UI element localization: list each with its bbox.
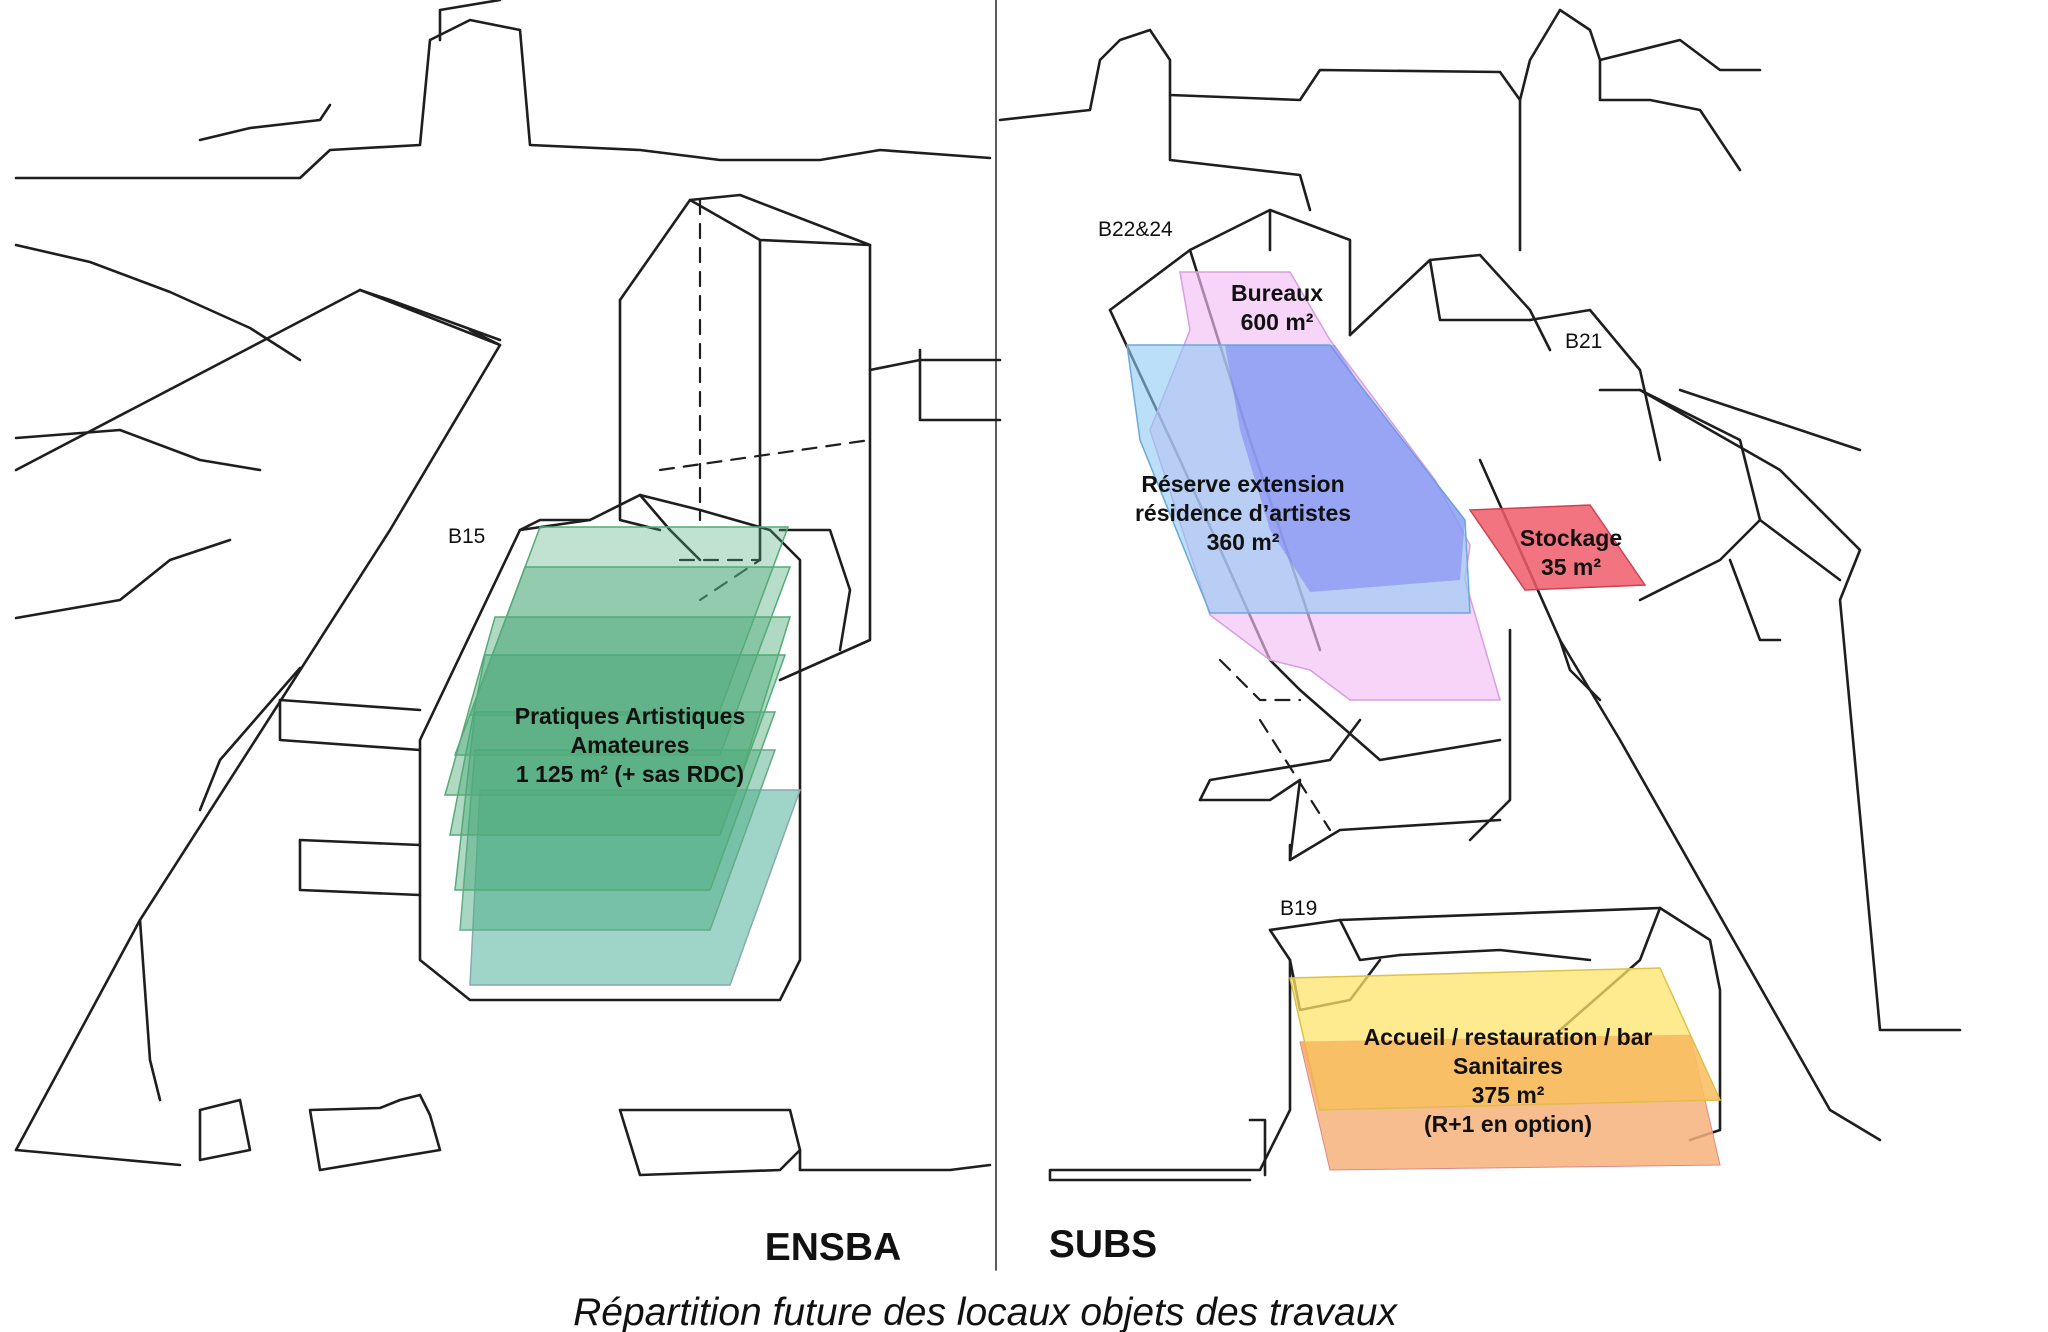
label-b21: B21 [1565, 330, 1602, 353]
bureaux-label-line2: 600 m² [1241, 309, 1314, 335]
zone-pratiques-artistiques [444, 526, 802, 986]
accueil-label-line1: Accueil / restauration / bar [1364, 1024, 1653, 1050]
label-b15: B15 [448, 525, 485, 548]
stockage-label-line1: Stockage [1520, 525, 1622, 551]
reserve-label-line2: résidence d’artistes [1135, 500, 1351, 526]
zone-accueil-overlap [1300, 1035, 1720, 1110]
side-title-subs: SUBS [1049, 1223, 1157, 1266]
zone-stockage [1468, 504, 1647, 591]
figure-caption: Répartition future des locaux objets des… [573, 1291, 1398, 1332]
pratiques-label-line3: 1 125 m² (+ sas RDC) [516, 761, 744, 787]
pratiques-floor-3 [449, 654, 787, 836]
bureaux-label-line1: Bureaux [1231, 280, 1323, 306]
pratiques-label-line1: Pratiques Artistiques [515, 703, 745, 729]
reserve-label-line1: Réserve extension [1141, 471, 1344, 497]
accueil-label-line2: Sanitaires [1453, 1053, 1563, 1079]
label-b19: B19 [1280, 897, 1317, 920]
pratiques-floor-6 [468, 526, 790, 716]
zone-overlap-bureaux-reserve [1225, 345, 1465, 592]
label-b22-24: B22&24 [1098, 218, 1173, 241]
pratiques-label-line2: Amateures [571, 732, 690, 758]
reserve-label-line3: 360 m² [1207, 529, 1280, 555]
stockage-label-line2: 35 m² [1541, 554, 1601, 580]
side-title-ensba: ENSBA [765, 1226, 902, 1269]
accueil-label-line4: (R+1 en option) [1424, 1111, 1592, 1137]
accueil-label-line3: 375 m² [1472, 1082, 1545, 1108]
pratiques-floor-2 [454, 711, 777, 891]
